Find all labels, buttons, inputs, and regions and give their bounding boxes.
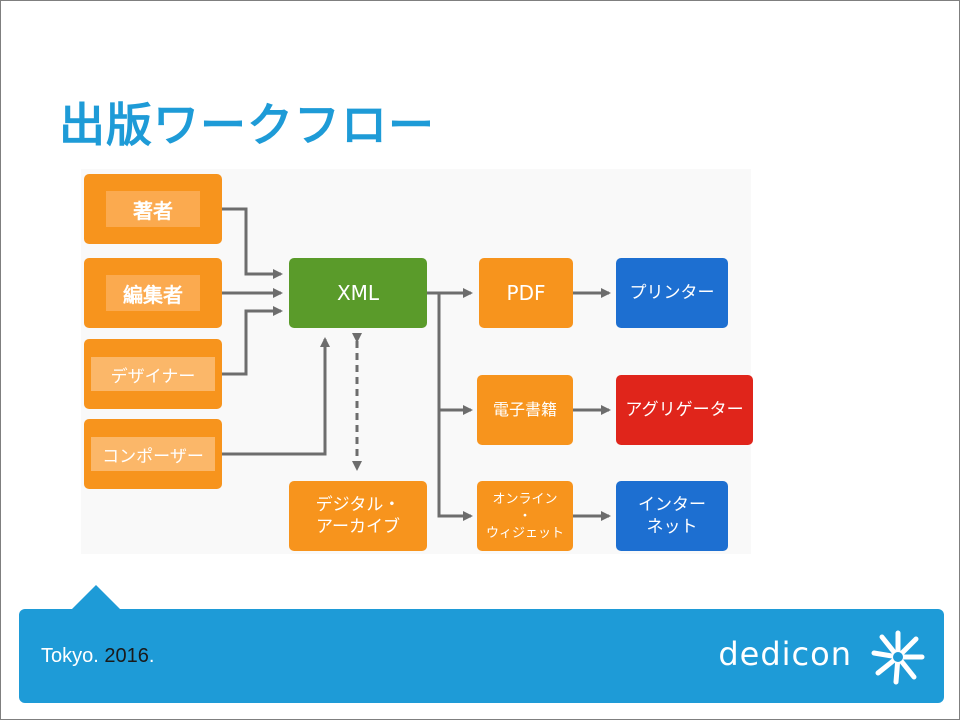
node-editor-label: 編集者 xyxy=(106,275,200,311)
footer-place: Tokyo xyxy=(41,645,94,667)
node-widget-line2: ・ xyxy=(518,508,532,524)
node-printer-label: プリンター xyxy=(629,283,715,303)
page-title: 出版ワークフロー xyxy=(59,98,435,152)
arrow-author-xml xyxy=(221,207,283,279)
footer-year: 2016 xyxy=(104,645,149,667)
brand-logo-text: dedicon xyxy=(718,635,852,673)
node-archive: デジタル・ アーカイブ xyxy=(289,481,427,551)
node-printer: プリンター xyxy=(616,258,728,328)
footer-tab xyxy=(71,585,121,610)
footer-bar: Tokyo. 2016. dedicon xyxy=(19,609,944,703)
arrow-xml-widget xyxy=(437,410,473,521)
footer-caption: Tokyo. 2016. xyxy=(41,645,154,668)
node-internet: インター ネット xyxy=(616,481,728,551)
node-designer-label: デザイナー xyxy=(91,357,215,391)
node-widget-line1: オンライン xyxy=(492,491,558,507)
node-designer: デザイナー xyxy=(84,339,222,409)
dedicon-burst-icon xyxy=(871,630,925,685)
footer-sep1: . xyxy=(93,645,105,667)
node-ebook-label: 電子書籍 xyxy=(492,400,557,419)
node-internet-line2: ネット xyxy=(646,517,698,537)
arrow-composer-xml xyxy=(221,337,330,456)
node-composer-label: コンポーザー xyxy=(91,437,215,471)
connector-arrows xyxy=(221,207,611,521)
arrow-designer-xml xyxy=(221,306,283,376)
node-archive-line2: アーカイブ xyxy=(316,517,400,537)
node-internet-line1: インター xyxy=(638,495,706,515)
node-ebook: 電子書籍 xyxy=(477,375,573,445)
node-aggregator: アグリゲーター xyxy=(616,375,753,445)
node-xml: XML xyxy=(289,258,427,328)
node-composer: コンポーザー xyxy=(84,419,222,489)
node-editor: 編集者 xyxy=(84,258,222,328)
node-author-label: 著者 xyxy=(106,191,200,227)
node-pdf-label: PDF xyxy=(506,281,546,305)
node-pdf: PDF xyxy=(479,258,573,328)
footer-sep2: . xyxy=(148,645,155,667)
node-widget-line3: ウィジェット xyxy=(485,525,564,541)
node-archive-line1: デジタル・ xyxy=(315,495,401,515)
node-widget: オンライン ・ ウィジェット xyxy=(477,481,573,551)
node-aggregator-label: アグリゲーター xyxy=(625,400,744,420)
node-xml-label: XML xyxy=(336,281,380,305)
workflow-diagram: 著者 編集者 デザイナー コンポーザー XML デジタル・ アーカイブ PDF … xyxy=(81,169,753,554)
arrow-xml-ebook xyxy=(437,293,473,415)
node-author: 著者 xyxy=(84,174,222,244)
